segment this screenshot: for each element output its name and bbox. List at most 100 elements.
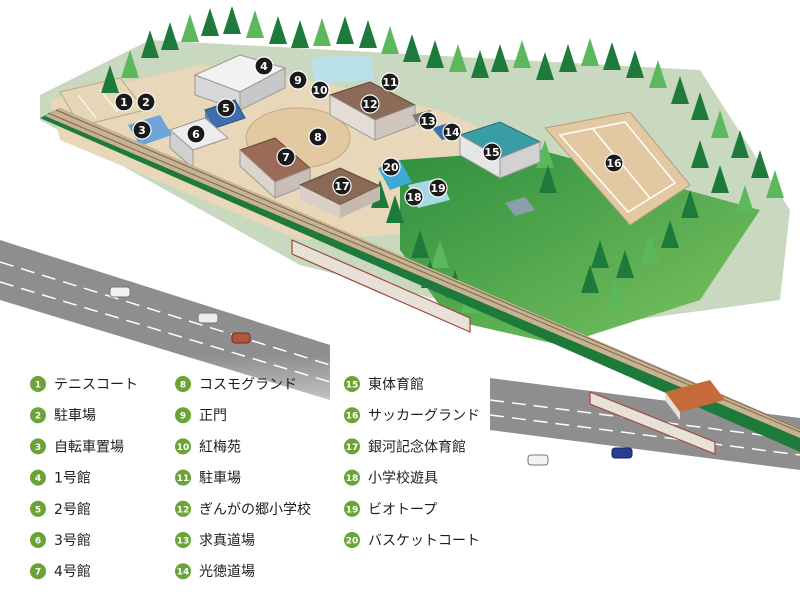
map-marker-11[interactable]: 11	[380, 72, 400, 92]
tree	[223, 6, 241, 34]
tree	[291, 20, 309, 48]
map-marker-20[interactable]: 20	[381, 157, 401, 177]
map-marker-9[interactable]: 9	[288, 70, 308, 90]
map-marker-1[interactable]: 1	[114, 92, 134, 112]
map-marker-3[interactable]: 3	[132, 120, 152, 140]
tree	[681, 190, 699, 218]
map-marker-5[interactable]: 5	[216, 98, 236, 118]
tree	[606, 280, 624, 308]
tree	[431, 240, 449, 268]
map-marker-6[interactable]: 6	[186, 124, 206, 144]
map-marker-14[interactable]: 14	[442, 122, 462, 142]
legend-badge	[175, 376, 191, 392]
tree	[591, 240, 609, 268]
legend-number: 16	[346, 412, 359, 422]
map-marker-17[interactable]: 17	[332, 176, 352, 196]
map-marker-circle	[308, 127, 328, 147]
legend-number: 9	[180, 412, 186, 422]
map-marker-number: 4	[260, 60, 268, 73]
map-marker-number: 1	[120, 96, 128, 109]
map-marker-circle	[360, 94, 380, 114]
tree	[766, 170, 784, 198]
map-marker-number: 8	[314, 131, 322, 144]
map-marker-16[interactable]: 16	[604, 153, 624, 173]
legend-badge	[344, 500, 360, 517]
map-marker-circle	[216, 98, 236, 118]
legend-badge	[175, 500, 191, 517]
tree	[471, 50, 489, 78]
tree	[449, 44, 467, 72]
legend-label: 3号館	[54, 532, 91, 549]
map-marker-15[interactable]: 15	[482, 142, 502, 162]
map-marker-number: 14	[444, 126, 460, 139]
legend-number: 2	[35, 412, 41, 422]
tree	[581, 38, 599, 66]
tree	[616, 250, 634, 278]
map-marker-number: 20	[383, 161, 399, 174]
map-marker-circle	[442, 122, 462, 142]
map-marker-circle	[132, 120, 152, 140]
legend-label: 駐車場	[199, 470, 241, 487]
map-marker-18[interactable]: 18	[404, 187, 424, 207]
forest-trees	[101, 6, 784, 313]
map-marker-4[interactable]: 4	[254, 56, 274, 76]
legend-badge	[30, 563, 46, 580]
legend-badge	[344, 376, 360, 392]
legend-badge	[30, 500, 46, 517]
map-marker-number: 10	[312, 84, 328, 97]
legend-label: 自転車置場	[54, 438, 124, 455]
legend-badge	[344, 532, 360, 548]
map-marker-2[interactable]: 2	[136, 92, 156, 112]
legend-badge	[344, 469, 360, 486]
map-marker-10[interactable]: 10	[310, 80, 330, 100]
legend-number: 17	[346, 443, 359, 453]
main-gate-area	[310, 55, 375, 84]
tree	[736, 185, 754, 213]
legend-badge	[175, 532, 191, 548]
tree	[313, 18, 331, 46]
map-marker-12[interactable]: 12	[360, 94, 380, 114]
map-marker-circle	[310, 80, 330, 100]
legend-label: 小学校遊具	[368, 470, 438, 487]
car-white-2	[197, 312, 219, 324]
map-marker-7[interactable]: 7	[276, 147, 296, 167]
legend-label: バスケットコート	[368, 533, 480, 549]
map-marker-19[interactable]: 19	[428, 178, 448, 198]
tree	[731, 130, 749, 158]
legend-badge	[30, 376, 46, 392]
legend-badge	[344, 438, 360, 455]
legend-badge	[175, 407, 191, 424]
map-marker-number: 13	[420, 115, 435, 128]
tree	[101, 65, 119, 93]
map-marker-number: 19	[430, 182, 445, 195]
map-marker-circle	[332, 176, 352, 196]
tree	[559, 44, 577, 72]
car-red	[231, 332, 251, 344]
tree	[141, 30, 159, 58]
tree	[536, 52, 554, 80]
map-marker-number: 2	[142, 96, 150, 109]
tree	[121, 50, 139, 78]
legend-number: 10	[177, 443, 190, 453]
tree	[403, 34, 421, 62]
map-marker-circle	[380, 72, 400, 92]
legend-badge	[30, 469, 46, 486]
tree	[336, 16, 354, 44]
legend-label: 銀河記念体育館	[368, 438, 466, 455]
map-marker-circle	[186, 124, 206, 144]
legend-label: 東体育館	[368, 376, 424, 393]
map-marker-8[interactable]: 8	[308, 127, 328, 147]
map-marker-13[interactable]: 13	[418, 111, 438, 131]
legend-badge	[175, 438, 191, 455]
legend-label: 求真道場	[199, 533, 255, 549]
